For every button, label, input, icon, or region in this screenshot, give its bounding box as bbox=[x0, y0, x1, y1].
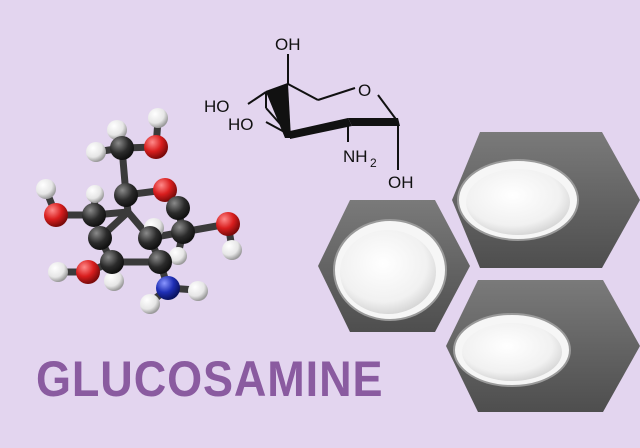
hydrogen-atom bbox=[86, 142, 106, 162]
wedge-bond bbox=[266, 84, 291, 138]
carbon-atom bbox=[171, 220, 195, 244]
nitrogen-atom bbox=[156, 276, 180, 300]
hydrogen-atom bbox=[86, 185, 104, 203]
oxygen-atom bbox=[144, 135, 168, 159]
hydrogen-atom bbox=[222, 240, 242, 260]
oxygen-atom bbox=[216, 212, 240, 236]
nh2-label: NH bbox=[343, 147, 368, 166]
oxygen-atom bbox=[76, 260, 100, 284]
hydrogen-atom bbox=[48, 262, 68, 282]
carbon-atom bbox=[110, 136, 134, 160]
carbon-atom bbox=[114, 183, 138, 207]
oh-bottom-label: OH bbox=[388, 173, 414, 192]
hydrogen-atom bbox=[107, 120, 127, 140]
powder-dish-left bbox=[318, 200, 470, 332]
carbon-atom bbox=[166, 196, 190, 220]
ring-oxygen-label: O bbox=[358, 81, 371, 100]
oh-top-label: OH bbox=[275, 35, 301, 54]
page-title: GLUCOSAMINE bbox=[36, 351, 384, 407]
powder-dish-bottom-right bbox=[446, 280, 640, 412]
hydrogen-atom bbox=[169, 247, 187, 265]
carbon-atom bbox=[138, 226, 162, 250]
carbon-atom bbox=[82, 203, 106, 227]
hydrogen-atom bbox=[104, 271, 124, 291]
carbon-atom bbox=[88, 226, 112, 250]
hydrogen-atom bbox=[148, 108, 168, 128]
ho-left-lower-label: HO bbox=[228, 115, 254, 134]
wedge-bond bbox=[290, 118, 352, 139]
carbon-atom bbox=[100, 250, 124, 274]
hydrogen-atom bbox=[36, 179, 56, 199]
hydrogen-atom bbox=[188, 281, 208, 301]
oxygen-atom bbox=[153, 178, 177, 202]
oxygen-atom bbox=[44, 203, 68, 227]
wedge-bond bbox=[348, 118, 400, 126]
hydrogen-atom bbox=[140, 294, 160, 314]
ho-left-upper-label: HO bbox=[204, 97, 230, 116]
carbon-atom bbox=[148, 250, 172, 274]
nh2-subscript: 2 bbox=[370, 156, 377, 170]
powder-dish-top-right bbox=[452, 132, 640, 268]
